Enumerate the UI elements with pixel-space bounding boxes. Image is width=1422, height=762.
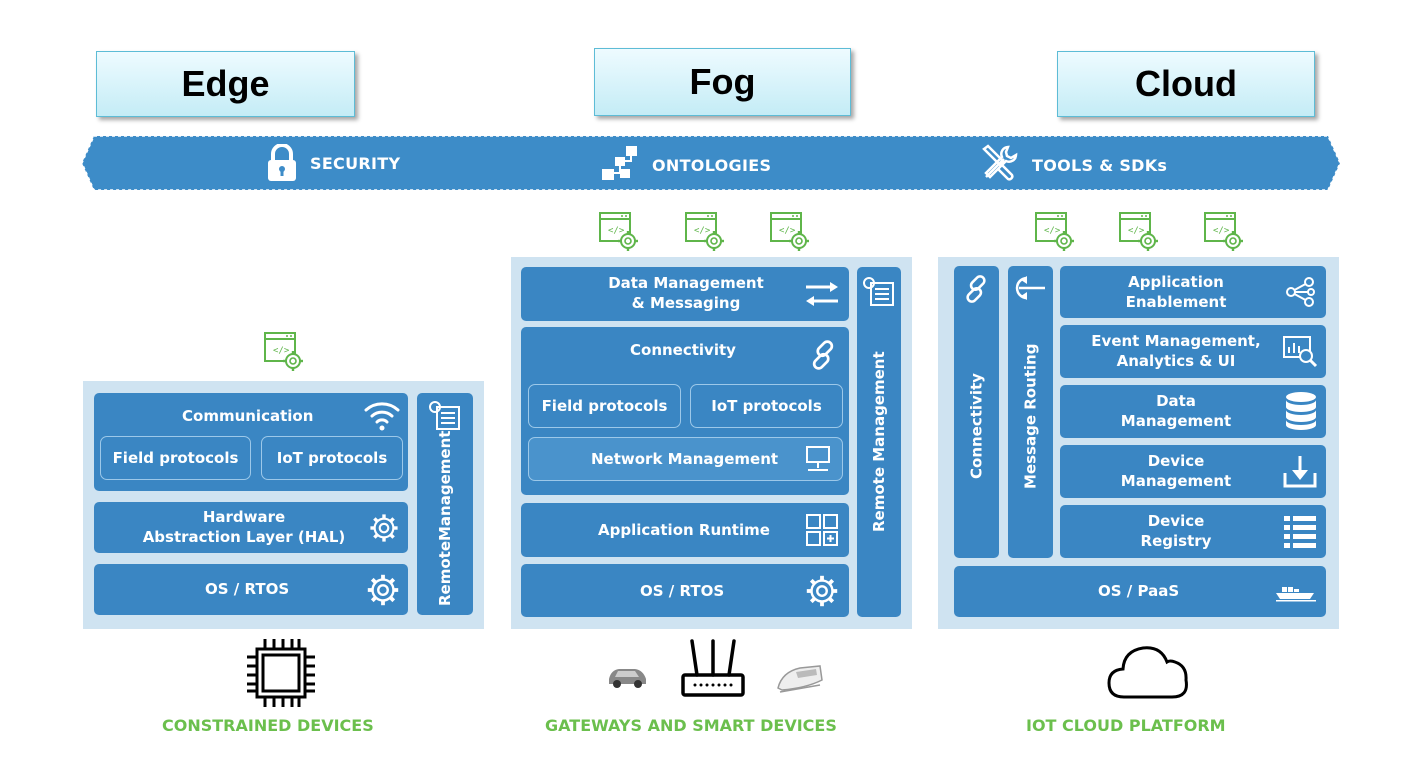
hal-label: Hardware Abstraction Layer (HAL) [134, 507, 354, 547]
cloud-event-management: Event Management, Analytics & UI [1060, 325, 1326, 378]
router-icon [681, 639, 745, 697]
cloud-device-registry: Device Registry [1060, 505, 1326, 558]
wifi-icon [364, 402, 400, 431]
message-routing-label: Message Routing [1021, 343, 1040, 489]
cloud-platform-caption: IOT CLOUD PLATFORM [1026, 716, 1226, 735]
event-mgmt-line1: Event Management, [1091, 332, 1261, 350]
app-enablement-line2: Enablement [1125, 293, 1227, 311]
tools-label: TOOLS & SDKs [1032, 156, 1168, 175]
chip-gear-icon [367, 511, 401, 545]
communication-label: Communication [182, 407, 314, 425]
fog-data-management-block: Data Management & Messaging [521, 267, 849, 321]
analytics-icon [1283, 336, 1318, 368]
cloud-device-management: Device Management [1060, 445, 1326, 498]
cloud-data-mgmt-line2: Management [1120, 412, 1232, 430]
ontologies-label: ONTOLOGIES [652, 156, 772, 175]
cloud-app-settings-icon-2 [1118, 211, 1158, 251]
fog-os-block: OS / RTOS [521, 564, 849, 617]
cloud-connectivity-label: Connectivity [967, 373, 986, 479]
cloud-os-paas: OS / PaaS [954, 566, 1326, 617]
hal-line1: Hardware [202, 508, 286, 526]
fog-network-management: Network Management [528, 437, 843, 481]
device-registry-line2: Registry [1140, 532, 1212, 550]
device-mgmt-line1: Device [1147, 452, 1205, 470]
cloud-data-mgmt-line1: Data [1156, 392, 1196, 410]
fog-app-settings-icon-3 [769, 211, 809, 251]
edge-app-settings-icon [263, 331, 303, 371]
edge-remote-management: Remote Management [417, 393, 473, 615]
device-mgmt-line2: Management [1120, 472, 1232, 490]
event-mgmt-label: Event Management, Analytics & UI [1070, 331, 1282, 371]
fog-app-settings-icon-1 [598, 211, 638, 251]
network-icon [806, 446, 830, 471]
fog-os-label: OS / RTOS [640, 582, 725, 600]
fog-remote-label: Remote Management [870, 351, 888, 533]
share-icon [1286, 277, 1315, 307]
cloud-message-routing: Message Routing [1008, 266, 1053, 558]
cloud-connectivity: Connectivity [954, 266, 999, 558]
edge-os-label: OS / RTOS [205, 580, 290, 598]
fog-data-mgmt-line2: & Messaging [631, 294, 741, 312]
cloud-app-settings-icon-3 [1203, 211, 1243, 251]
remote-line1: Remote [436, 540, 454, 606]
edge-hal-block: Hardware Abstraction Layer (HAL) [94, 502, 408, 553]
device-registry-line1: Device [1147, 512, 1205, 530]
fog-app-settings-icon-2 [684, 211, 724, 251]
app-enablement-label: Application Enablement [1080, 272, 1272, 312]
device-mgmt-label: Device Management [1080, 451, 1272, 491]
fog-field-protocols: Field protocols [528, 384, 681, 428]
edge-remote-label: Remote Management [417, 430, 473, 606]
cloud-os-label: OS / PaaS [1098, 582, 1180, 600]
cloud-data-management: Data Management [1060, 385, 1326, 438]
arrows-icon [806, 282, 838, 306]
fog-header: Fog [594, 48, 851, 116]
constrained-devices-caption: CONSTRAINED DEVICES [162, 716, 374, 735]
network-mgmt-label: Network Management [591, 450, 779, 468]
remote-line2: Management [436, 430, 454, 541]
app-enablement-line1: Application [1128, 273, 1224, 291]
device-registry-label: Device Registry [1080, 511, 1272, 551]
fog-data-mgmt-label: Data Management & Messaging [576, 273, 796, 313]
list-icon [1284, 516, 1316, 548]
security-label: SECURITY [310, 154, 401, 173]
cloud-app-settings-icon-1 [1034, 211, 1074, 251]
cross-cutting-band [81, 135, 1341, 191]
event-mgmt-line2: Analytics & UI [1116, 352, 1236, 370]
fog-remote-management: Remote Management [857, 267, 901, 617]
gear-icon [803, 572, 841, 610]
train-icon [777, 665, 823, 693]
edge-communication-block: Communication Field protocols IoT protoc… [94, 393, 408, 491]
settings-panel-icon [429, 401, 460, 430]
ship-icon [1276, 587, 1316, 602]
link-icon [805, 337, 841, 373]
fog-connectivity-block: Connectivity Field protocols IoT protoco… [521, 327, 849, 495]
grid-plus-icon [806, 514, 838, 546]
fog-app-runtime-block: Application Runtime [521, 503, 849, 557]
lock-icon [268, 144, 296, 181]
hal-line2: Abstraction Layer (HAL) [142, 528, 346, 546]
database-icon [1286, 392, 1316, 430]
fog-connectivity-label: Connectivity [630, 341, 736, 359]
car-icon [609, 669, 646, 688]
app-runtime-label: Application Runtime [598, 521, 770, 539]
cpu-icon [247, 639, 315, 707]
settings-panel-icon [863, 277, 894, 306]
cloud-icon [1107, 646, 1188, 699]
download-icon [1283, 456, 1317, 488]
edge-header: Edge [96, 51, 355, 117]
route-icon [1015, 276, 1045, 300]
tools-icon [982, 144, 1018, 181]
fog-iot-protocols: IoT protocols [690, 384, 843, 428]
edge-iot-protocols: IoT protocols [261, 436, 403, 480]
cloud-app-enablement: Application Enablement [1060, 266, 1326, 318]
cloud-header: Cloud [1057, 51, 1315, 117]
edge-os-block: OS / RTOS [94, 564, 408, 615]
ontology-icon [602, 146, 637, 180]
link-icon [959, 272, 993, 306]
gear-icon [364, 571, 402, 609]
fog-data-mgmt-line1: Data Management [608, 274, 764, 292]
edge-field-protocols: Field protocols [100, 436, 251, 480]
gateways-caption: GATEWAYS AND SMART DEVICES [545, 716, 837, 735]
cloud-data-mgmt-label: Data Management [1080, 391, 1272, 431]
